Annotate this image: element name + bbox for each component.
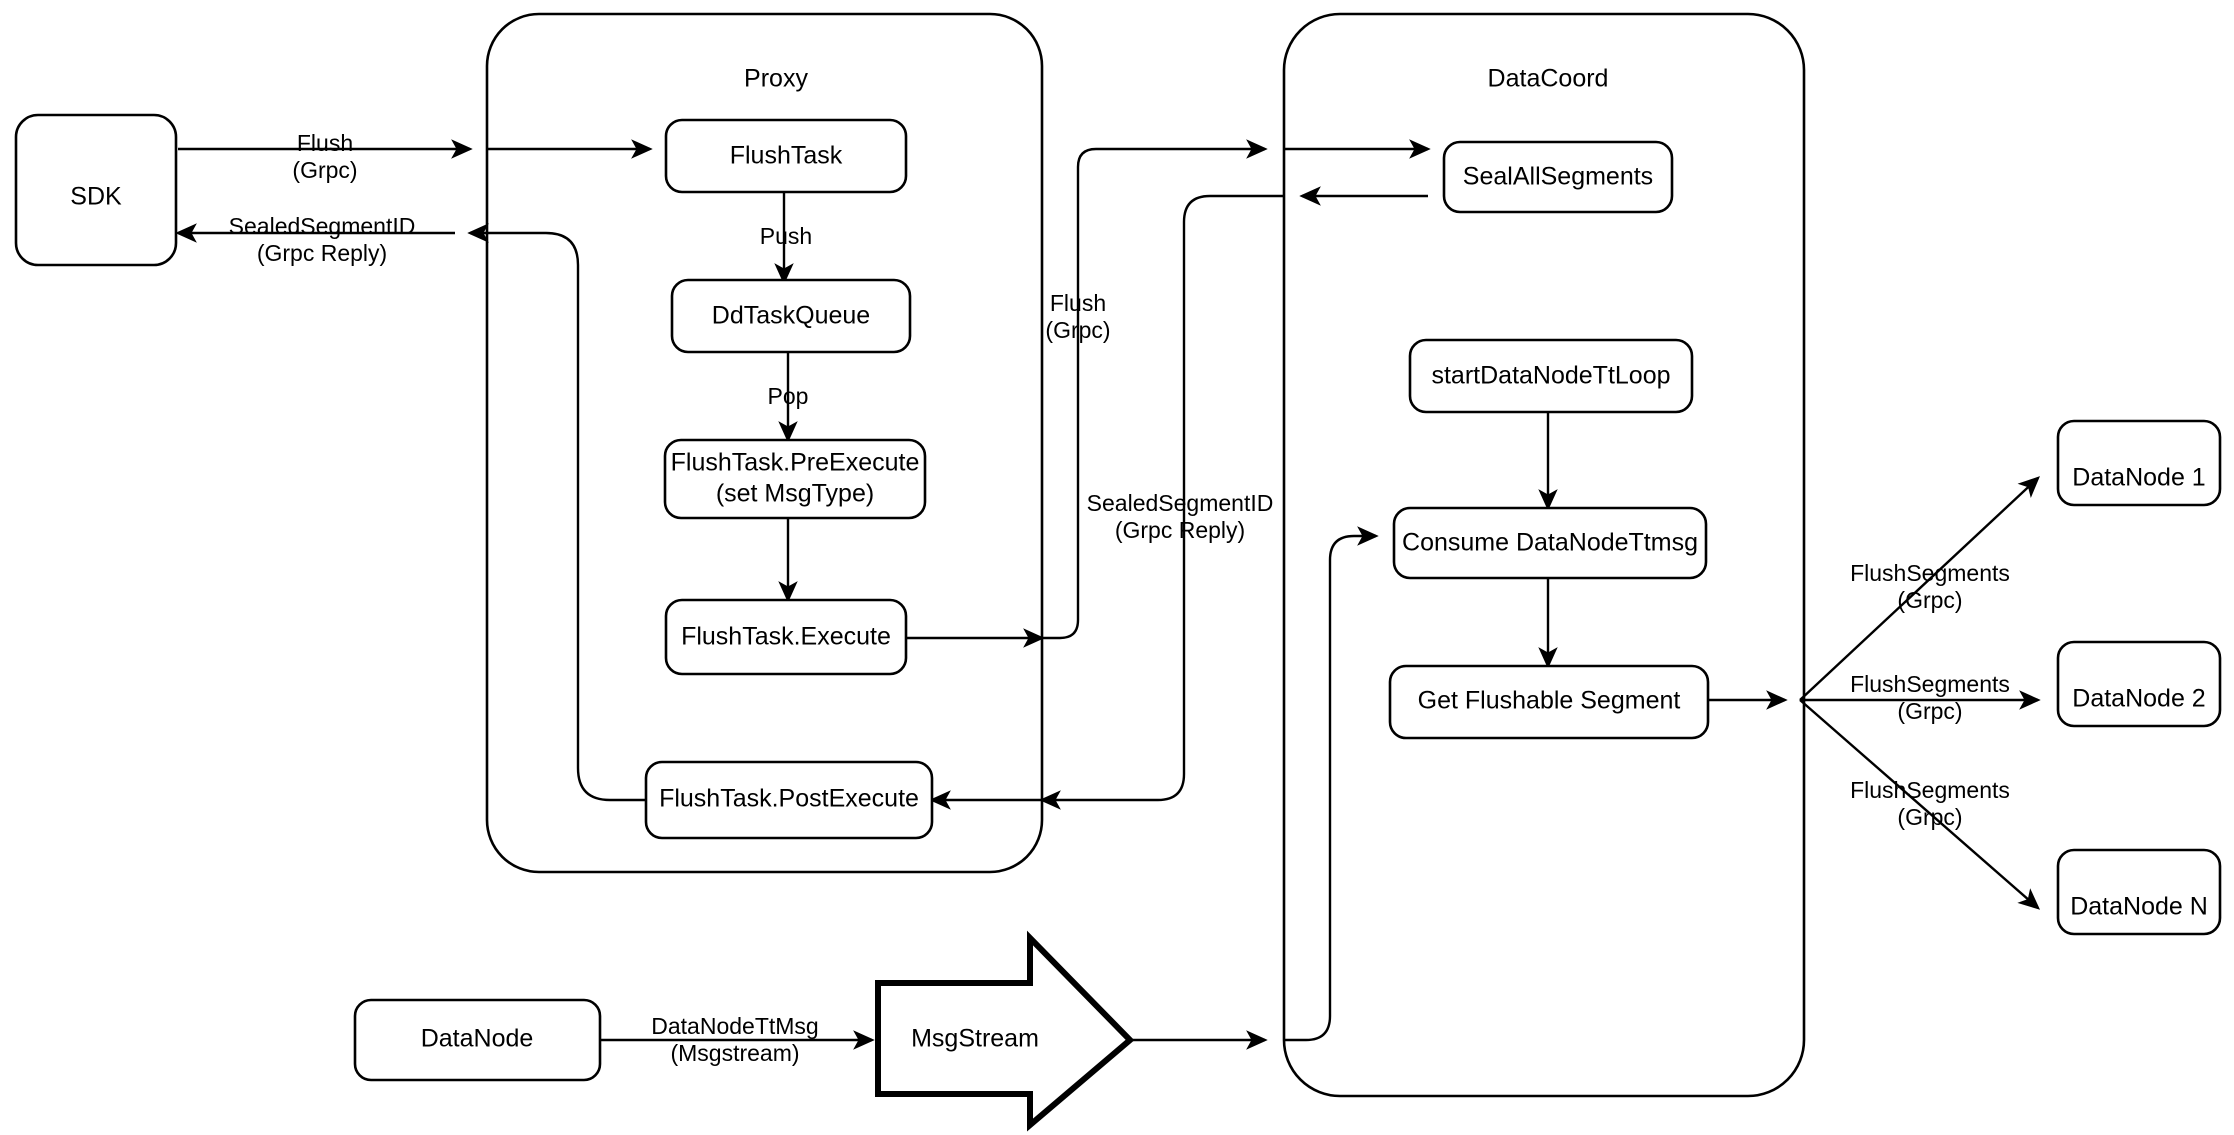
postexecute-box[interactable]: [644, 760, 934, 840]
node-datanode-1[interactable]: DataNode 1: [2056, 419, 2222, 507]
execute-box[interactable]: [664, 598, 908, 676]
sdk-label: SDK: [70, 183, 122, 211]
edge-proxy-to-datacoord-flush: [1042, 139, 1268, 640]
proxy-container-outline: [485, 12, 1044, 874]
node-consume-datanode-ttmsg[interactable]: Consume DataNodeTtmsg: [1392, 506, 1708, 580]
startdatanodettloop-label: startDataNodeTtLoop: [1431, 362, 1670, 390]
edge-datacoord-boundary-to-consume: [1284, 526, 1379, 1042]
label-sealedsegmentid-reply-line1: SealedSegmentID: [229, 213, 416, 239]
edge-fanout-to-datanode-1: [1799, 476, 2040, 701]
label-flushsegments-1-line1: FlushSegments: [1850, 560, 2010, 586]
datacoord-container-outline: [1282, 12, 1806, 1098]
label-datanodettmsg-line1: DataNodeTtMsg: [651, 1013, 818, 1039]
label-datanodettmsg-line2: (Msgstream): [670, 1040, 799, 1066]
msgstream-arrow-shape[interactable]: [875, 930, 1135, 1132]
ddtaskqueue-box[interactable]: [670, 278, 912, 354]
preexecute-label-line1: FlushTask.PreExecute: [671, 449, 920, 477]
group-datacoord: DataCoord: [1282, 12, 1806, 1098]
execute-label: FlushTask.Execute: [681, 623, 891, 651]
preexecute-label-line2: (set MsgType): [716, 480, 874, 508]
label-datacoord-to-proxy-line2: (Grpc Reply): [1115, 517, 1245, 543]
label-proxy-to-datacoord-line1: Flush: [1050, 290, 1106, 316]
sdk-box[interactable]: [14, 113, 178, 267]
node-flush-task-execute[interactable]: FlushTask.Execute: [664, 598, 908, 676]
preexecute-box[interactable]: [663, 438, 927, 520]
ddtaskqueue-label: DdTaskQueue: [712, 302, 870, 330]
label-datacoord-to-proxy-line1: SealedSegmentID: [1087, 490, 1274, 516]
label-flushsegments-n-line2: (Grpc): [1897, 804, 1962, 830]
postexecute-label: FlushTask.PostExecute: [659, 785, 919, 813]
datanode-source-box[interactable]: [353, 998, 602, 1082]
getflushablesegment-label: Get Flushable Segment: [1418, 687, 1681, 715]
datanode-1-box[interactable]: [2056, 419, 2222, 507]
node-dd-task-queue[interactable]: DdTaskQueue: [670, 278, 912, 354]
group-proxy: Proxy: [485, 12, 1044, 874]
datanode-2-label: DataNode 2: [2072, 685, 2205, 713]
datanode-n-label: DataNode N: [2070, 893, 2208, 921]
flushtask-label: FlushTask: [730, 142, 843, 170]
edge-datacoord-reply-to-proxy: [1039, 194, 1284, 810]
label-pop: Pop: [768, 383, 809, 409]
getflushablesegment-box[interactable]: [1388, 664, 1710, 740]
sealallsegments-label: SealAllSegments: [1463, 163, 1653, 191]
node-start-datanode-tt-loop[interactable]: startDataNodeTtLoop: [1408, 338, 1694, 414]
proxy-group-label: Proxy: [744, 65, 808, 93]
consume-datanodettmsg-label: Consume DataNodeTtmsg: [1402, 529, 1698, 557]
edge-fanout-to-datanode-n: [1799, 699, 2041, 910]
label-flushsegments-2-line1: FlushSegments: [1850, 671, 2010, 697]
datanode-n-box[interactable]: [2056, 848, 2222, 936]
label-flush-grpc-line1: Flush: [297, 130, 353, 156]
datanode-2-box[interactable]: [2056, 640, 2222, 728]
label-push: Push: [760, 223, 812, 249]
label-flushsegments-1-line2: (Grpc): [1897, 587, 1962, 613]
node-flush-task[interactable]: FlushTask: [664, 118, 908, 194]
datacoord-group-label: DataCoord: [1488, 65, 1609, 93]
node-datanode-n[interactable]: DataNode N: [2056, 848, 2222, 936]
node-datanode-source[interactable]: DataNode: [353, 998, 602, 1082]
datanode-source-label: DataNode: [421, 1025, 534, 1053]
node-datanode-2[interactable]: DataNode 2: [2056, 640, 2222, 728]
node-sdk[interactable]: SDK: [14, 113, 178, 267]
flushtask-box[interactable]: [664, 118, 908, 194]
label-flush-grpc-line2: (Grpc): [292, 157, 357, 183]
startdatanodettloop-box[interactable]: [1408, 338, 1694, 414]
msgstream-label: MsgStream: [911, 1025, 1039, 1053]
consume-datanodettmsg-box[interactable]: [1392, 506, 1708, 580]
sealallsegments-box[interactable]: [1442, 140, 1674, 214]
node-get-flushable-segment[interactable]: Get Flushable Segment: [1388, 664, 1710, 740]
node-seal-all-segments[interactable]: SealAllSegments: [1442, 140, 1674, 214]
node-flush-task-postexecute[interactable]: FlushTask.PostExecute: [644, 760, 934, 840]
datanode-1-label: DataNode 1: [2072, 464, 2205, 492]
node-flush-task-preexecute[interactable]: FlushTask.PreExecute (set MsgType): [663, 438, 927, 520]
label-sealedsegmentid-reply-line2: (Grpc Reply): [257, 240, 387, 266]
label-proxy-to-datacoord-line2: (Grpc): [1045, 317, 1110, 343]
label-flushsegments-2-line2: (Grpc): [1897, 698, 1962, 724]
node-msgstream[interactable]: MsgStream: [875, 930, 1135, 1132]
label-flushsegments-n-line1: FlushSegments: [1850, 777, 2010, 803]
edge-postexecute-to-reply-line: [467, 223, 646, 802]
